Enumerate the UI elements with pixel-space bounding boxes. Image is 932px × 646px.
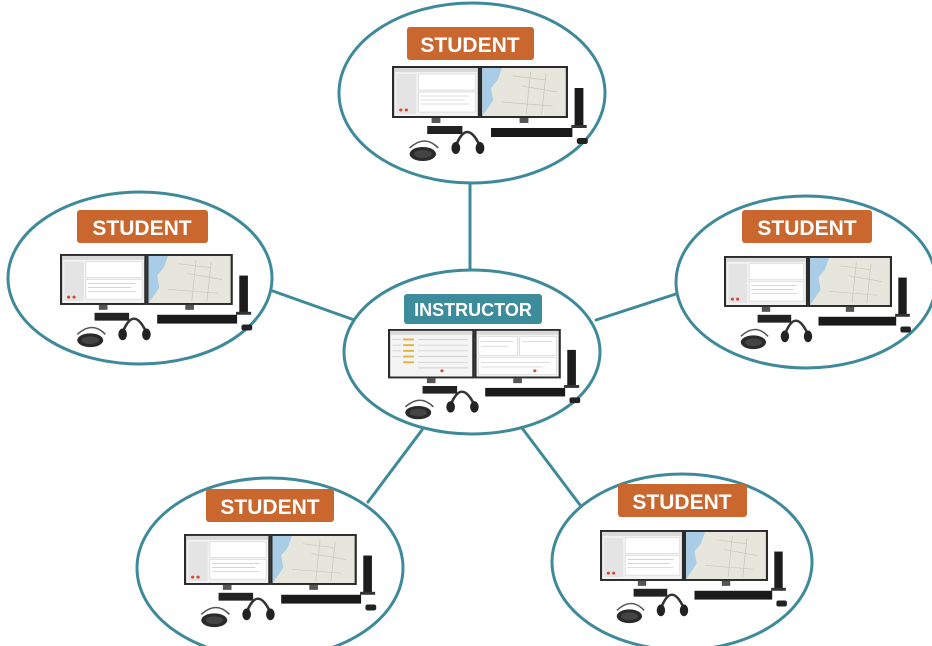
student-label-badge [407, 27, 534, 60]
student-label: STUDENT [220, 496, 319, 519]
student-node-left: STUDENT [6, 190, 274, 366]
student-label-badge [77, 210, 208, 243]
student-label-badge [618, 484, 747, 517]
connector-bottom-right [520, 426, 582, 507]
student-node-right: STUDENT [674, 194, 932, 370]
student-label: STUDENT [757, 217, 856, 240]
student-label-badge [206, 489, 334, 522]
connector-right [594, 290, 684, 322]
instructor-label-badge [404, 294, 542, 324]
student-node-top: STUDENT [337, 1, 607, 185]
student-node-bottom-left: STUDENT [135, 476, 405, 646]
connector-left [268, 288, 362, 324]
student-label: STUDENT [420, 34, 519, 57]
connector-bottom-left [366, 428, 424, 504]
student-node-bottom-right: STUDENT [550, 472, 814, 646]
instructor-label: INSTRUCTOR [414, 300, 532, 320]
student-label-badge [742, 210, 872, 243]
instructor-node: INSTRUCTOR [342, 268, 602, 436]
student-label: STUDENT [632, 491, 731, 514]
student-label: STUDENT [92, 217, 191, 240]
